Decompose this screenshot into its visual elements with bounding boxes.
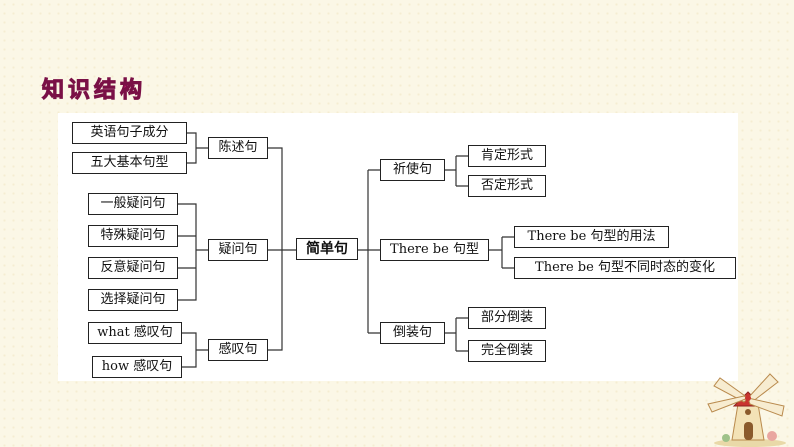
node-leaf-what-exclamation: what 感叹句 — [88, 322, 182, 344]
node-leaf-how-exclamation: how 感叹句 — [92, 356, 182, 378]
node-leaf-full-inversion: 完全倒装 — [468, 340, 546, 362]
node-inversion: 倒装句 — [380, 322, 445, 344]
node-leaf-five-patterns: 五大基本句型 — [72, 152, 187, 174]
node-leaf-alternative-question: 选择疑问句 — [88, 289, 178, 311]
connector-r2 — [487, 236, 514, 269]
node-leaf-partial-inversion: 部分倒装 — [468, 307, 546, 329]
node-there-be: There be 句型 — [380, 239, 489, 261]
node-leaf-there-be-usage: There be 句型的用法 — [514, 226, 669, 248]
connector-r3 — [443, 317, 468, 352]
node-declarative: 陈述句 — [208, 137, 268, 159]
node-interrogative: 疑问句 — [208, 239, 268, 261]
connector-l3 — [180, 332, 208, 368]
node-simple-sentence: 简单句 — [296, 238, 358, 260]
node-exclamatory: 感叹句 — [208, 339, 268, 361]
node-imperative: 祈使句 — [380, 159, 445, 181]
node-leaf-there-be-tenses: There be 句型不同时态的变化 — [514, 257, 736, 279]
node-leaf-affirmative: 肯定形式 — [468, 145, 546, 167]
connector-l2 — [176, 203, 208, 301]
node-leaf-special-question: 特殊疑问句 — [88, 225, 178, 247]
connector-left-trunk — [266, 147, 296, 351]
connector-l1 — [185, 132, 208, 164]
section-title: 知识结构 — [41, 78, 147, 103]
node-leaf-general-question: 一般疑问句 — [88, 193, 178, 215]
connector-r1 — [443, 155, 468, 187]
node-leaf-negative: 否定形式 — [468, 175, 546, 197]
windmill-icon — [707, 373, 786, 447]
node-leaf-sentence-components: 英语句子成分 — [72, 122, 187, 144]
node-leaf-tag-question: 反意疑问句 — [88, 257, 178, 279]
connector-right-trunk — [356, 169, 380, 334]
